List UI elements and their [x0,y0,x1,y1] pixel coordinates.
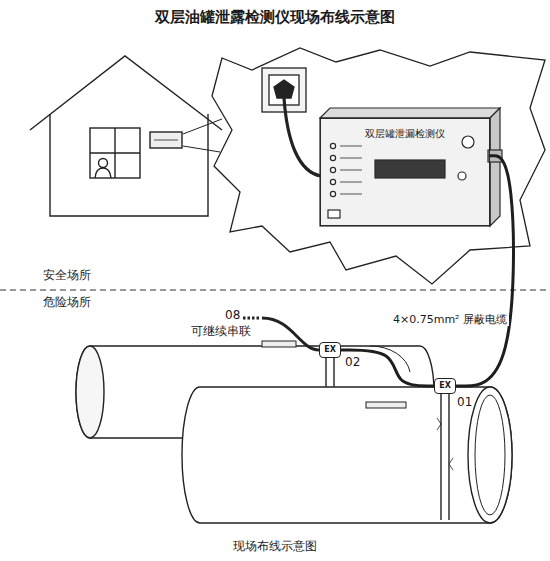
diagram-caption: 现场布线示意图 [0,538,550,555]
sensor-box: EX [319,342,341,358]
cable-spec: 4×0.75mm² 屏蔽电缆 [391,313,509,326]
sensor-mark: EX [439,382,451,390]
callout-number: 08 [224,309,241,323]
sensor-mark: EX [324,346,336,354]
callout-number: 01 [456,396,473,410]
shielded-cable [456,156,513,386]
front-tank [182,387,512,523]
callout-number: 02 [344,356,361,370]
diagram-title: 双层油罐泄露检测仪现场布线示意图 [0,8,550,27]
sensor-box: EX [434,378,456,394]
zone-label: 安全场所 [42,269,92,283]
series-cable [243,318,319,350]
device-name: 双层罐泄漏检测仪 [363,127,447,141]
detector-device [320,108,502,226]
socket [262,68,321,176]
callout-region [212,48,545,284]
note: 可继续串联 [190,325,252,339]
zone-label: 危险场所 [42,296,92,310]
zone-boundary [0,290,550,291]
shielded-cable [341,350,434,386]
house [30,56,222,216]
detector-device: 双层罐泄漏检测仪 [320,118,490,226]
